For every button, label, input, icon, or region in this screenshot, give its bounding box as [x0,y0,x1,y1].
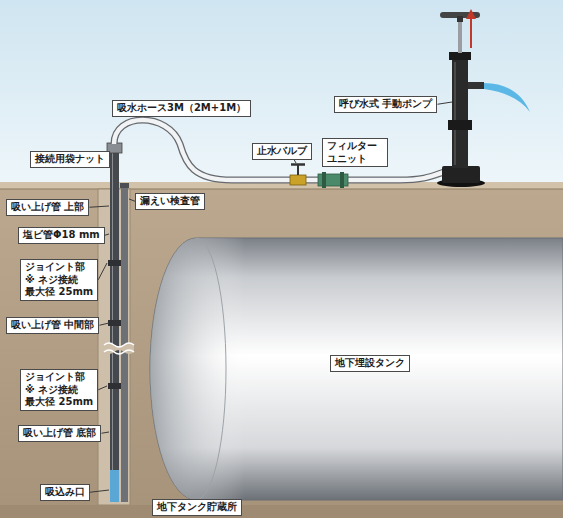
label-text: 吸込み口 [45,486,85,499]
label-text: 塩ビ管Φ18 mm [23,229,100,242]
pipe-label: 吸い上げ管 上部 [6,199,89,216]
leader-line [99,323,109,325]
leader-line [90,490,109,492]
joint-label: ジョイント部※ ネジ接続最大径 25mm [20,369,98,411]
label-text: 止水バルブ [257,145,307,158]
pvc-pipe-label: 塩ビ管Φ18 mm [18,227,105,244]
leader-line [101,432,109,433]
inlet-label: 吸込み口 [40,484,90,501]
label-text: 呼び水式 手動ポンプ [339,98,432,111]
label-text: 吸水ホース3M（2M+1M） [117,102,246,115]
storage-label: 地下タンク貯蔵所 [152,499,242,516]
valve-label: 止水バルブ [252,143,312,160]
label-text: 吸い上げ管 中間部 [11,319,94,332]
label-text: 地下タンク貯蔵所 [157,501,237,514]
label-text: ※ ネジ接続 [25,274,93,287]
nut-label: 接続用袋ナット [30,151,110,168]
joint-label: ジョイント部※ ネジ接続最大径 25mm [20,259,98,301]
leader-line [89,206,109,207]
label-text: 地下埋設タンク [335,357,405,370]
pipe-label: 吸い上げ管 底部 [18,425,101,442]
label-text: 最大径 25mm [25,286,93,299]
label-text: 吸い上げ管 上部 [11,201,84,214]
leader-line [105,234,109,235]
leak-pipe-label: 漏えい検査管 [135,193,205,210]
pump-label: 呼び水式 手動ポンプ [334,96,437,113]
leader-line [294,160,296,164]
label-text: ジョイント部 [25,261,93,274]
pipe-label: 吸い上げ管 中間部 [6,317,99,334]
label-text: 吸い上げ管 底部 [23,427,96,440]
leader-line [98,386,107,390]
tank-label: 地下埋設タンク [330,355,410,372]
leader-line [98,263,107,280]
label-text: ジョイント部 [25,371,93,384]
label-text: 漏えい検査管 [140,195,200,208]
label-text: 接続用袋ナット [35,153,105,166]
leader-line [437,102,452,104]
label-text: フィルター ユニット [327,140,383,165]
label-text: ※ ネジ接続 [25,384,93,397]
filter-label: フィルター ユニット [322,138,388,167]
label-text: 最大径 25mm [25,396,93,409]
hose-label: 吸水ホース3M（2M+1M） [112,100,251,117]
